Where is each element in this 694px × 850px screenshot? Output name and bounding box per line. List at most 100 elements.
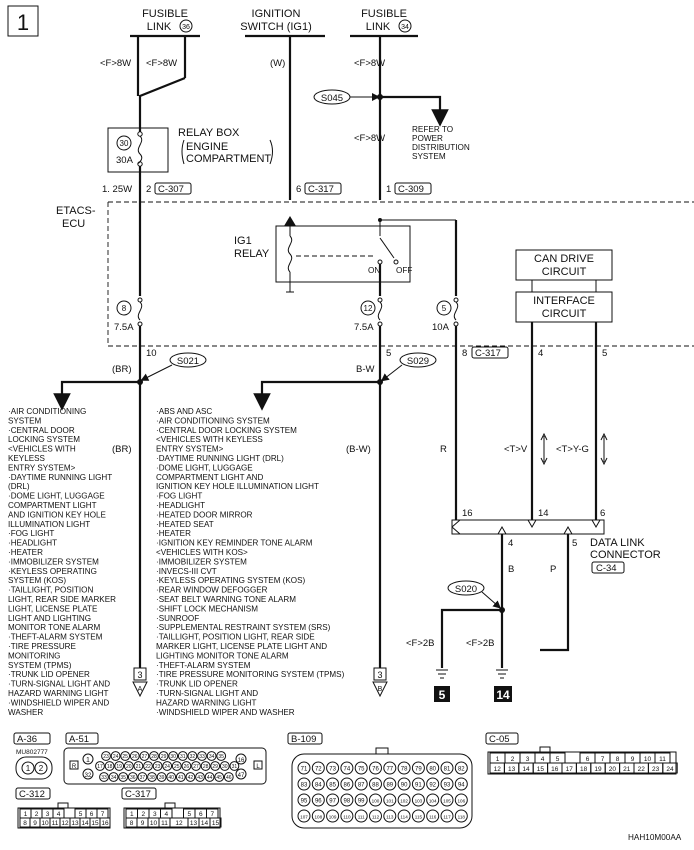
connector-pin [99,772,109,782]
system-list-item: LIGHTING MONITOR TONE ALARM [156,651,289,660]
mid-system-list: ·ABS AND ASC·AIR CONDITIONING SYSTEM·CEN… [156,407,345,717]
system-list-item: ·HEADLIGHT [156,501,205,510]
pin-label: 10 [146,348,157,359]
connector-pin [195,772,205,782]
svg-text:A-36: A-36 [17,734,37,745]
connector-pin [216,751,227,761]
system-list-item: <VEHICLES WITH KOS> [156,548,248,557]
can-drive-circuit [515,249,613,281]
pin-number: 92 [429,783,436,789]
connector-pin [440,761,454,775]
connector-pin [354,761,368,775]
system-list-item: (DRL) [8,482,30,491]
wire-label: <F>8W [354,133,385,144]
pin-number: 25 [174,764,180,770]
fusible-link-36: FUSIBLE LINK 36 [142,8,193,33]
pin-number: 13 [71,820,79,827]
svg-text:5: 5 [439,688,446,702]
svg-text:5: 5 [442,304,447,313]
pin-number: 115 [415,815,423,820]
pin-number: 87 [358,783,365,789]
wire-label: <T>V [504,444,528,455]
pin-number: 38 [149,775,155,781]
wire-label: (BR) [112,364,132,375]
pin-number: 100 [372,799,380,804]
svg-text:8: 8 [122,304,127,313]
splice-s029 [399,352,437,368]
relay-off-label: OFF [396,266,412,275]
pin-number: 26 [132,754,138,760]
connector-pin [158,751,169,761]
relay-on-label: ON [368,266,380,275]
pin-number: 109 [329,815,337,820]
pin-number: 15 [212,820,220,827]
system-list-item: ENTRY SYSTEM> [8,463,76,472]
pin-number: 78 [401,767,408,773]
pin-number: 1 [130,811,134,818]
connector-label: C-317 [308,184,334,195]
pin-number: 118 [458,815,466,820]
svg-text:CIRCUIT: CIRCUIT [542,266,587,278]
pin-number: 23 [155,764,161,770]
connector-pin [454,761,468,775]
connector-pin [114,761,125,771]
pin-number: 12 [175,820,183,827]
wire-label: B [508,564,514,575]
system-list-item: ·DOME LIGHT, LUGGAGE [156,463,253,472]
pin-number: 21 [623,766,631,773]
system-list-item: COMPARTMENT LIGHT [8,501,97,510]
pin-number: 31 [180,754,186,760]
svg-text:SYSTEM: SYSTEM [412,152,446,161]
ignition-switch-ig1: IGNITION SWITCH (IG1) [240,8,312,33]
pin-number: 28 [151,754,157,760]
pin-number: 99 [358,799,365,805]
pin-number: 36 [130,775,136,781]
connector-pin [662,762,678,774]
pin-number: 2 [511,756,515,763]
connector-pin [383,761,397,775]
svg-text:1: 1 [86,757,90,764]
connector-pin [311,809,325,823]
svg-text:16: 16 [238,758,245,764]
system-list-item: COMPARTMENT LIGHT AND [156,473,263,482]
pin-number: 33 [199,754,205,760]
pin-number: 88 [372,783,379,789]
svg-text:10A: 10A [432,322,450,333]
system-list-item: LIGHT, LICENSE PLATE [8,604,98,613]
system-list-item: ·KEYLESS OPERATING SYSTEM (KOS) [156,576,305,585]
system-list-item: ·IGNITION KEY REMINDER TONE ALARM [156,539,313,548]
connector-pin [214,772,225,782]
pin-number: 17 [566,766,574,773]
wire-label: <F>8W [354,58,385,69]
pin-number: 89 [386,783,393,789]
connector-pin [137,772,148,782]
connector-pin [426,809,440,823]
pin-number: 95 [301,799,308,805]
connector-pin [191,761,201,771]
svg-text:3: 3 [137,670,142,680]
pin-number: 16 [551,766,559,773]
pin-number: 17 [97,764,103,770]
splice-s020 [447,580,485,596]
connector-pin [426,761,440,775]
connector-pin [383,793,397,807]
pin-number: 79 [415,767,422,773]
connector-pin [187,751,198,761]
pin-number: 105 [443,799,451,804]
pin-number: 75 [358,767,365,773]
connector-pin [204,772,215,782]
connector-pin [411,809,425,823]
connector-pin [152,761,163,771]
pin-number: 7 [210,811,214,818]
connector-pin [369,777,382,791]
svg-text:S020: S020 [455,584,477,595]
pin-number: 32 [190,754,196,760]
pin-number: 22 [638,766,646,773]
system-list-item: MARKER LIGHT, LICENSE PLATE LIGHT AND [156,642,327,651]
system-list-item: ·CENTRAL DOOR LOCKING SYSTEM [156,426,297,435]
pin-number: 8 [130,820,134,827]
pin-number: 11 [52,820,59,827]
connector-pin [440,777,454,791]
pin-number: 23 [652,766,660,773]
connector-pin [127,772,138,782]
